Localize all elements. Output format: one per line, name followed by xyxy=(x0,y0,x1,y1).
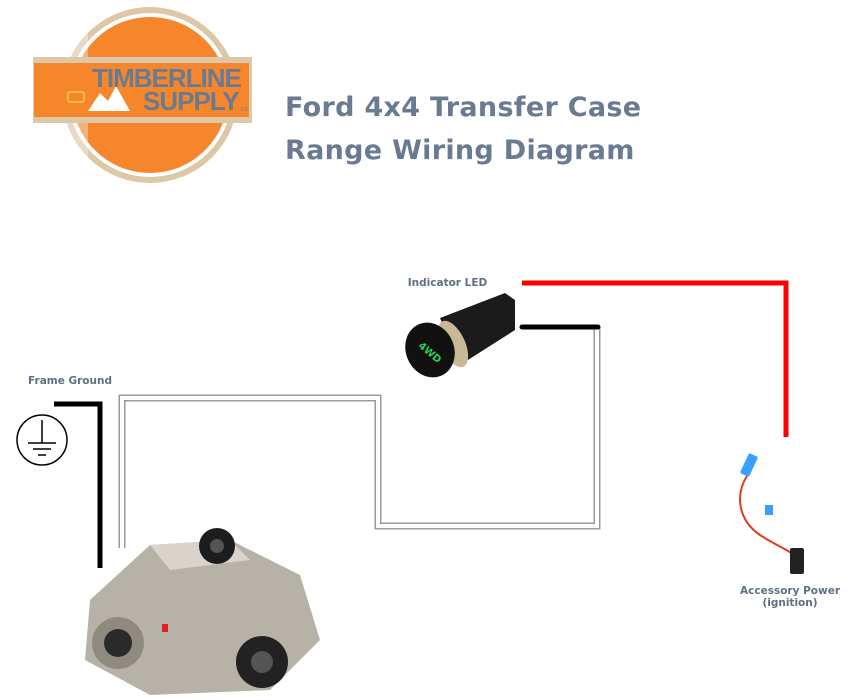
transfer-case-icon xyxy=(85,528,320,695)
logo-line2: SUPPLY xyxy=(143,86,240,116)
title-line1: Ford 4x4 Transfer Case xyxy=(285,92,642,123)
frame-ground-wire xyxy=(54,401,103,568)
ground-icon xyxy=(16,414,68,466)
accessory-power-label: Accessory Power (ignition) xyxy=(730,585,850,609)
accessory-power-line2: (ignition) xyxy=(762,597,818,609)
logo-line1: TIMBERLINE xyxy=(92,63,242,93)
accessory-power-line1: Accessory Power xyxy=(740,585,840,597)
logo: TIMBERLINE SUPPLY co xyxy=(0,0,270,190)
page-title: Ford 4x4 Transfer Case Range Wiring Diag… xyxy=(285,86,641,172)
indicator-led-icon: 4WD xyxy=(405,293,515,378)
power-wire xyxy=(522,280,789,437)
fuse-tap-icon xyxy=(739,453,804,574)
frame-ground-label: Frame Ground xyxy=(28,375,112,387)
signal-wire xyxy=(118,328,601,548)
indicator-led-label: Indicator LED xyxy=(407,277,488,289)
logo-suffix: co xyxy=(241,106,248,113)
logo-graphic xyxy=(33,7,252,183)
title-line2: Range Wiring Diagram xyxy=(285,135,635,166)
